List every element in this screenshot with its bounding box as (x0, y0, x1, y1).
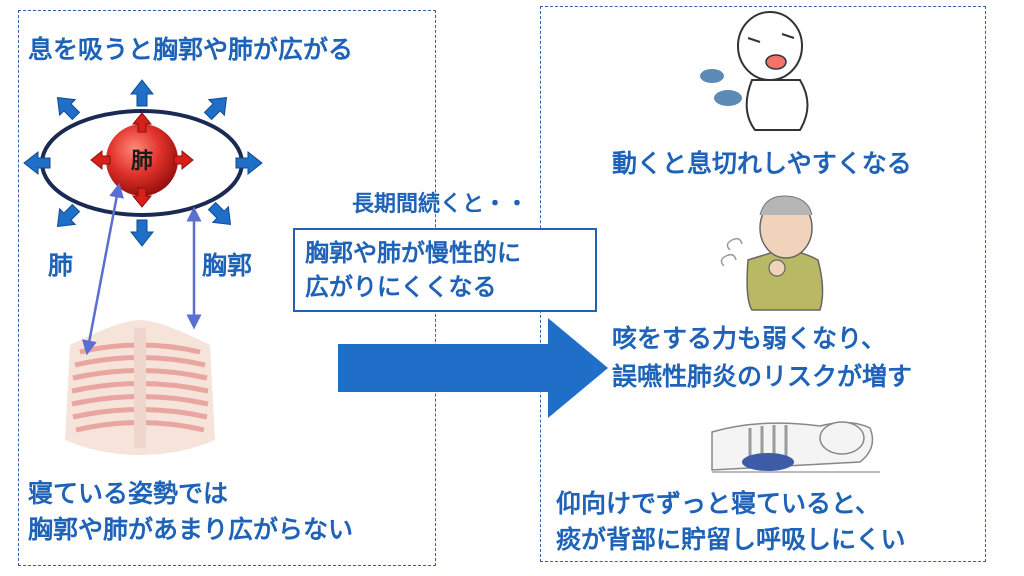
effect-cough-line1: 咳をする力も弱くなり、 (612, 324, 887, 353)
expansion-arrows (23, 79, 263, 247)
left-caption-line2: 胸郭や肺があまり広がらない (28, 515, 354, 544)
left-caption: 寝ている姿勢では 胸郭や肺があまり広がらない (28, 476, 428, 548)
chronic-effect-line1: 胸郭や肺が慢性的に (305, 239, 521, 267)
lung-arrows (90, 112, 194, 208)
long-term-label: 長期間続くと・・ (352, 192, 529, 217)
effect-cough: 咳をする力も弱くなり、 誤嚥性肺炎のリスクが増す (612, 320, 992, 396)
effect-sputum: 仰向けでずっと寝ていると、 痰が背部に貯留し呼吸しにくい (556, 486, 996, 558)
effect-sputum-line2: 痰が背部に貯留し呼吸しにくい (556, 525, 906, 554)
lung-center-label: 肺 (131, 149, 153, 174)
effect-cough-line2: 誤嚥性肺炎のリスクが増す (612, 362, 913, 391)
left-caption-line1: 寝ている姿勢では (28, 479, 229, 508)
lung-label: 肺 (48, 251, 74, 280)
chronic-effect-box: 胸郭や肺が慢性的に 広がりにくくなる (293, 228, 597, 312)
chronic-effect-line2: 広がりにくくなる (305, 273, 497, 301)
lung-connector-line (82, 182, 124, 356)
effect-sputum-line1: 仰向けでずっと寝ていると、 (556, 489, 881, 518)
effect-breathless: 動くと息切れしやすくなる (612, 149, 912, 178)
ribcage-illustration (65, 320, 215, 455)
coughing-elder-illustration (720, 195, 824, 311)
lung-sphere (106, 124, 178, 196)
chest-label: 胸郭 (202, 251, 253, 280)
breathless-person-illustration (700, 11, 809, 131)
supine-person-illustration (711, 421, 880, 473)
big-right-arrow (338, 318, 608, 418)
left-heading: 息を吸うと胸郭や肺が広がる (28, 35, 354, 64)
